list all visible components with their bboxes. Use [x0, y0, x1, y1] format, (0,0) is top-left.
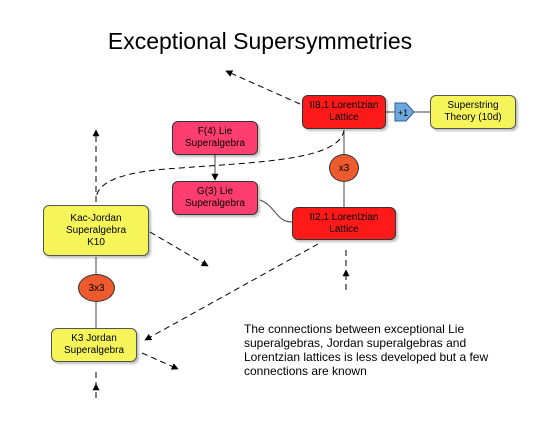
node-f4-superalgebra: F(4) Lie Superalgebra	[172, 121, 258, 155]
diagram-title: Exceptional Supersymmetries	[107, 28, 413, 54]
node-g3-superalgebra: G(3) Lie Superalgebra	[172, 181, 258, 215]
arrow-kac-downright	[149, 231, 209, 267]
plus-one-label: +1	[398, 108, 408, 118]
operator-3x3: 3x3	[78, 274, 115, 302]
explanatory-note: The connections between exceptional Lie …	[244, 322, 489, 378]
arrow-k3-downright	[141, 352, 179, 370]
plus-one-marker: +1	[394, 102, 415, 122]
link-ii21-g3	[259, 199, 293, 223]
operator-x3: x3	[329, 154, 359, 182]
node-superstring-theory: Superstring Theory (10d)	[430, 95, 516, 129]
node-ii21-lattice: II2,1 Lorentzian Lattice	[292, 207, 396, 240]
arrow-ii81-upleft	[225, 70, 301, 105]
node-kac-jordan-superalgebra: Kac-Jordan Superalgebra K10	[43, 205, 149, 256]
node-k3-jordan-superalgebra: K3 Jordan Superalgebra	[51, 328, 137, 362]
arrow-ii21-to-k3	[144, 243, 319, 341]
node-ii81-lattice: II8,1 Lorentzian Lattice	[302, 95, 386, 129]
arrow-ii81-to-kac	[95, 129, 345, 201]
